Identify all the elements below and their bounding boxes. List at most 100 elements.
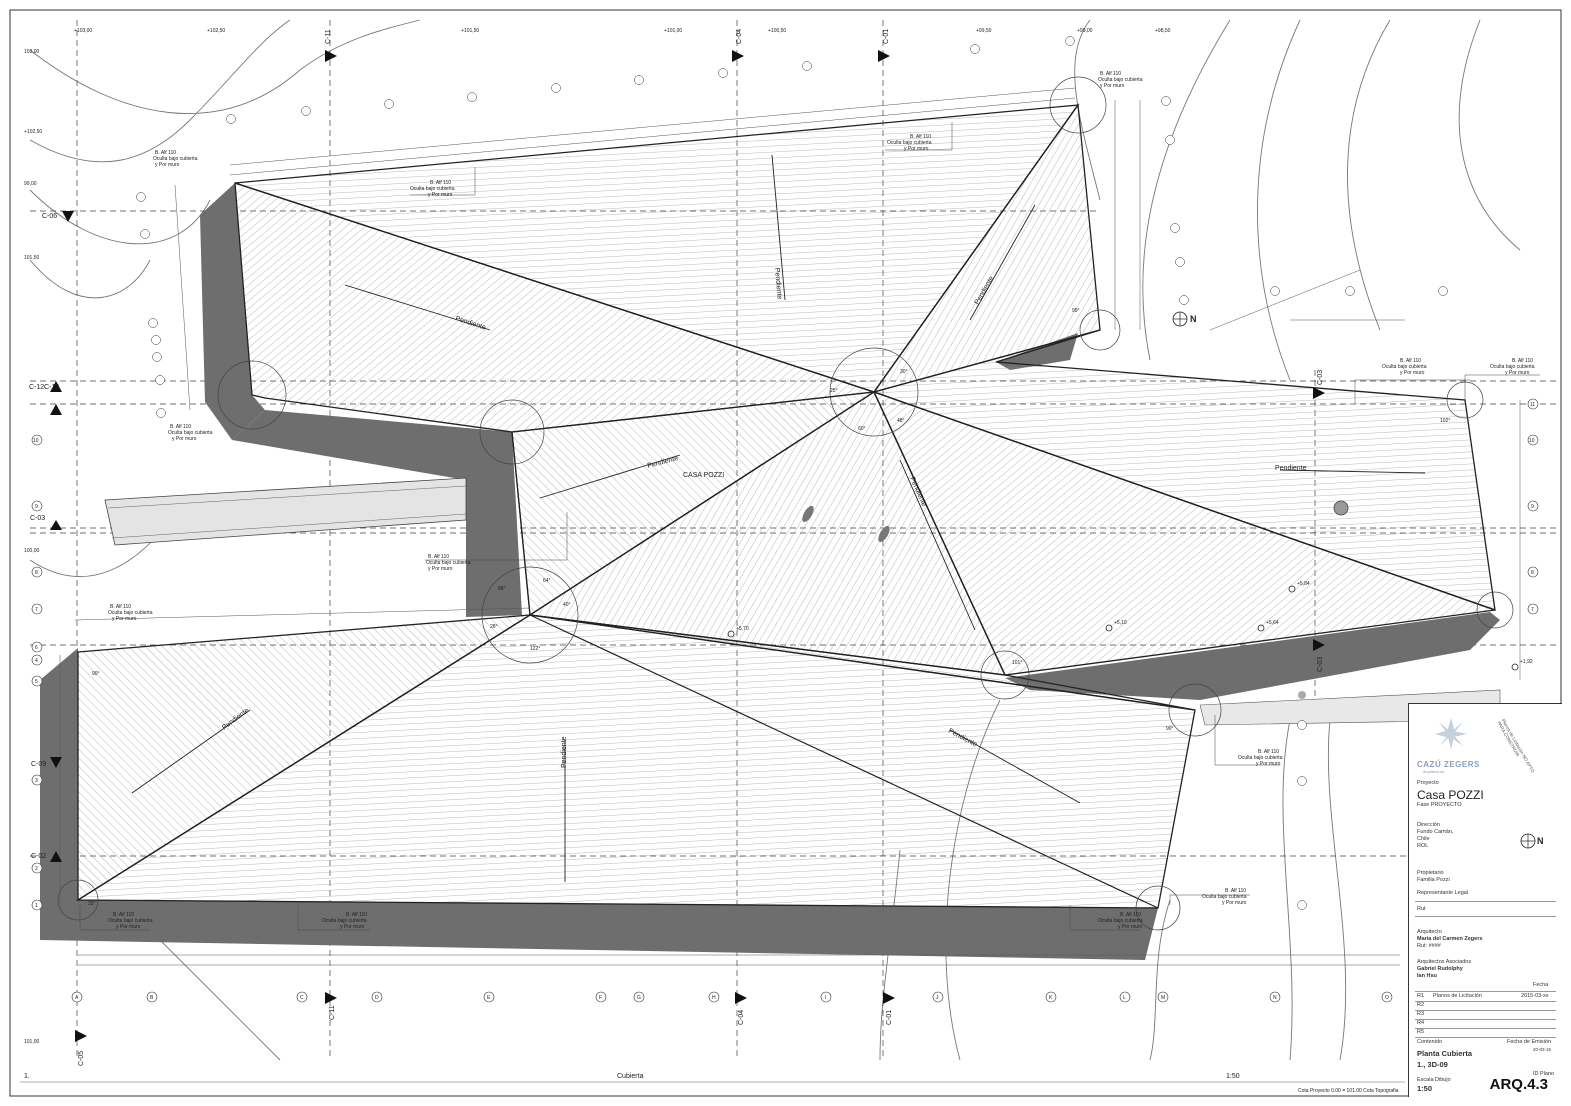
eave-note: Oculta bajo cubierta: [1382, 364, 1427, 370]
scale-label: Escala Dibujo: [1417, 1077, 1451, 1083]
plan-id: ARQ.4.3: [1489, 1076, 1548, 1093]
grid-letter: L: [1123, 995, 1126, 1001]
address-line: Fundo Camán,: [1417, 829, 1454, 835]
grid-number: 6: [35, 645, 38, 651]
roof-label: CASA POZZI: [683, 472, 724, 479]
eave-note: y Por muro: [155, 162, 180, 168]
ridge-lines: [77, 104, 1496, 909]
divider: [1415, 1001, 1556, 1002]
eave-note: Oculta bajo cubierta: [108, 918, 153, 924]
contour-label: +101,00: [664, 28, 682, 34]
angle-label: 48°: [897, 418, 905, 424]
grid-letter: O: [1385, 995, 1389, 1001]
grid-letter: F: [599, 995, 602, 1001]
section-marker: C-04: [736, 29, 743, 44]
associates-label: Arquitectos Asociados: [1417, 959, 1472, 965]
footer-datum-note: Cota Proyecto 0.00 = 101.00 Cota Topogra…: [1298, 1088, 1399, 1094]
grid-letter: H: [712, 995, 716, 1001]
eave-note: y Por muro: [904, 146, 929, 152]
eave-note: y Por muro: [1118, 924, 1143, 930]
eave-note: Oculta bajo cubierta: [1490, 364, 1535, 370]
content-value: Planta Cubierta: [1417, 1049, 1473, 1058]
compass-north-label: N: [1537, 836, 1544, 846]
eave-note: Oculta bajo cubierta: [108, 610, 153, 616]
eave-note: Oculta bajo cubierta: [1098, 77, 1143, 83]
contour-label: +99,50: [976, 28, 992, 34]
section-marker: C-09: [31, 761, 46, 768]
compass-icon: N: [1520, 833, 1544, 849]
divider: [1415, 901, 1556, 902]
section-marker: C-10: [44, 384, 59, 391]
eave-note: Oculta bajo cubierta: [426, 560, 471, 566]
grid-letter: D: [375, 995, 379, 1001]
angle-label: 25°: [830, 388, 838, 394]
brand-logo-icon: [1435, 718, 1467, 750]
contour-label: 101,50: [24, 255, 40, 261]
eave-note: B. Alf 110: [1120, 912, 1141, 918]
angle-label: 101°: [1012, 660, 1022, 666]
divider: [1415, 1028, 1556, 1029]
eave-note: Oculta bajo cubierta: [322, 918, 367, 924]
associate-name: Gabriel Rudolphy: [1417, 966, 1463, 972]
divider: [1415, 1019, 1556, 1020]
section-marker: C-04: [738, 1010, 745, 1025]
angle-label: 33°: [88, 901, 96, 907]
address-line: Chile: [1417, 836, 1430, 842]
contour-label: +103,00: [74, 28, 92, 34]
footer-scale: 1:50: [1226, 1073, 1240, 1080]
contour-label: +99,00: [1077, 28, 1093, 34]
contour-label: +101,50: [461, 28, 479, 34]
eave-note: y Por muro: [1256, 761, 1281, 767]
note-leaders: [79, 122, 1540, 931]
north-label: N: [1190, 314, 1197, 324]
elevation-markers: +5,70 +5,10 +5,64 +5,84 +1,92: [727, 581, 1533, 671]
eave-note: Oculta bajo cubierta: [410, 186, 455, 192]
eave-note: Oculta bajo cubierta: [153, 156, 198, 162]
angle-label: 60°: [858, 426, 866, 432]
revision-id: R3: [1417, 1011, 1425, 1017]
section-marker: C-11: [329, 1005, 336, 1020]
contour-label: 101,00: [24, 1039, 40, 1045]
elevation-label: +5,84: [1297, 581, 1310, 587]
contour-label: +100,50: [768, 28, 786, 34]
sheet-border: [9, 9, 1562, 1097]
date-header: Fecha: [1533, 982, 1549, 988]
contour-label: 99,00: [24, 181, 37, 187]
eave-note: B. Alf 110: [170, 424, 191, 430]
elevation-label: +1,92: [1520, 659, 1533, 665]
rut-label: Rut: [1417, 906, 1426, 912]
section-marker: C-05: [78, 1051, 85, 1066]
angle-label: 64°: [543, 578, 551, 584]
eave-note: B. Alf 110: [1258, 749, 1279, 755]
grid-number: 3: [35, 778, 38, 784]
address-label: Dirección: [1417, 822, 1440, 828]
architect-value: María del Carmen Zegers: [1417, 936, 1483, 942]
angle-label: 88°: [498, 586, 506, 592]
contour-label: +98,50: [1155, 28, 1171, 34]
divider: [1415, 991, 1556, 992]
eave-note: y Por muro: [116, 924, 141, 930]
grid-number: 10: [1529, 438, 1535, 444]
section-markers: C-11 C-04 C-01 C-06 C-10 C-12 C-03 C-03 …: [29, 29, 1325, 1066]
associate-name: Ian Hsu: [1417, 973, 1437, 979]
grid-letter: G: [637, 995, 641, 1001]
architect-rut: Rut: ####: [1417, 943, 1441, 949]
contour-label: 103,00: [24, 49, 40, 55]
angle-labels: 90° 33° 88° 64° 40° 122° 28° 60° 25° 30°…: [88, 308, 1450, 907]
divider: [1415, 916, 1556, 917]
divider: [1415, 1037, 1556, 1038]
eave-note: y Por muro: [172, 436, 197, 442]
angle-label: 90°: [1166, 726, 1174, 732]
roof-drains: [802, 500, 1349, 699]
revision-id: R4: [1417, 1020, 1425, 1026]
grid-letter: I: [825, 995, 826, 1001]
eave-note: Oculta bajo cubierta: [1238, 755, 1283, 761]
eave-note: B. Alf 110: [1400, 358, 1421, 364]
grid-bubbles-numbers: 1 2 3 4 5 6 7 8 9 10 11 7 8 9 10: [31, 398, 1539, 911]
eave-note: Oculta bajo cubierta: [168, 430, 213, 436]
section-marker: C-06: [42, 213, 57, 220]
plan-id-label: ID Plano: [1533, 1071, 1555, 1077]
angle-label: 30°: [900, 369, 908, 375]
eave-note: y Por muro: [428, 192, 453, 198]
